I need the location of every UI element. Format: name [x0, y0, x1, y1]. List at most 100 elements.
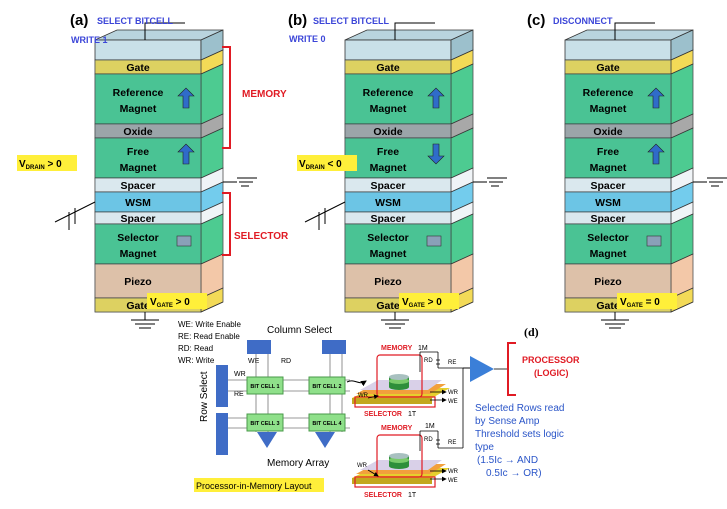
- layer-label-free1: Free: [127, 146, 149, 158]
- layer-label-free1: Free: [377, 146, 399, 158]
- layer-label-spacer: Spacer: [590, 213, 625, 225]
- desc-line-5: (1.5Ic → AND: [477, 455, 538, 466]
- layer-label-selector1: Selector: [117, 232, 158, 244]
- magnetization-arrow-icon: [427, 87, 445, 109]
- layer-label-free2: Magnet: [590, 162, 627, 174]
- vgate-c-label: VGATE = 0: [620, 297, 660, 309]
- bit-cell-4-label: BIT CELL 4: [312, 421, 342, 427]
- layer-label-selector2: Magnet: [370, 248, 407, 260]
- layer-label-piezo: Piezo: [594, 276, 621, 288]
- vgate-a-label: VGATE > 0: [150, 297, 190, 309]
- legend-we: WE: Write Enable: [178, 320, 242, 329]
- pim-label: Processor-in-Memory Layout: [196, 481, 312, 491]
- panel-d-letter: (d): [524, 325, 539, 339]
- vgate-b-highlight: [399, 293, 459, 309]
- rd-label: RD: [281, 358, 291, 365]
- logic-label: (LOGIC): [534, 368, 569, 378]
- circuit-re-label-2: RE: [448, 440, 456, 446]
- circuit-1t-label-1: 1T: [408, 411, 417, 418]
- stack-a: GateReferenceMagnetOxideFreeMagnetSpacer…: [54, 22, 257, 329]
- layer-label-spacer: Spacer: [370, 180, 405, 192]
- layer-label-selector2: Magnet: [590, 248, 627, 260]
- panel-a-subtitle: WRITE 1: [71, 35, 108, 45]
- we-label: WE: [248, 358, 260, 365]
- selector-cube-icon: [646, 235, 662, 247]
- bit-cell-1-label: BIT CELL 1: [250, 384, 279, 390]
- layer-label-reference1: Reference: [583, 87, 634, 99]
- bit-cell-2: [308, 376, 346, 395]
- zoom-arrow: [346, 380, 367, 387]
- stack-c: GateReferenceMagnetOxideFreeMagnetSpacer…: [564, 22, 727, 329]
- panel-b-letter: (b): [288, 12, 307, 29]
- desc-line-4: type: [475, 442, 494, 453]
- circuit-we-label-2: WE: [448, 478, 458, 484]
- circuit-rd-label-1: RD: [424, 358, 433, 364]
- desc-line-3: Threshold sets logic: [475, 429, 564, 440]
- layer-label-spacer: Spacer: [120, 180, 155, 192]
- memory-array-layout: WE: Write Enable RE: Read Enable RD: Rea…: [178, 320, 367, 492]
- circuit-1m-label-1: 1M: [418, 345, 428, 352]
- sense-triangle-2: [315, 432, 335, 448]
- layer-label-reference1: Reference: [363, 87, 414, 99]
- magnetization-arrow-icon: [427, 143, 445, 165]
- upper-bitcell: [352, 354, 450, 408]
- panel-b-subtitle: WRITE 0: [289, 34, 326, 44]
- layer-label-spacer: Spacer: [590, 180, 625, 192]
- bit-cell-3: [246, 413, 284, 432]
- vdrain-b-highlight: [297, 155, 357, 171]
- sense-amp-icon: [470, 356, 494, 382]
- memory-bracket: [222, 46, 231, 149]
- row-select-block-2: [216, 413, 228, 455]
- layer-label-gate: Gate: [596, 300, 620, 312]
- circuit-wr-in-2: WR: [357, 463, 368, 469]
- bit-cell-2-label: BIT CELL 2: [312, 384, 341, 390]
- circuit-we-label-1: WE: [448, 399, 458, 405]
- magnetization-arrow-icon: [647, 87, 665, 109]
- row-select-label: Row Select: [199, 371, 210, 422]
- layer-label-piezo: Piezo: [124, 276, 151, 288]
- circuit-wr-in-1: WR: [358, 393, 369, 399]
- layer-label-spacer: Spacer: [120, 213, 155, 225]
- lower-bitcell: [352, 434, 450, 488]
- sense-triangle-1: [257, 432, 277, 448]
- layer-label-oxide: Oxide: [593, 126, 622, 138]
- selector-bracket-label: SELECTOR: [234, 231, 289, 242]
- vgate-a-highlight: [147, 293, 207, 309]
- circuit-re-label-1: RE: [448, 360, 456, 366]
- layer-label-gate: Gate: [126, 300, 150, 312]
- panel-c: GateReferenceMagnetOxideFreeMagnetSpacer…: [527, 12, 727, 329]
- selector-bracket: [222, 192, 231, 256]
- circuit-1t-label-2: 1T: [408, 492, 417, 499]
- layer-label-gate: Gate: [596, 62, 620, 74]
- circuit-selector-label-1: SELECTOR: [364, 411, 402, 418]
- panel-b: GateReferenceMagnetOxideFreeMagnetSpacer…: [288, 12, 507, 329]
- layer-label-gate: Gate: [126, 62, 150, 74]
- vdrain-b-label: VDRAIN < 0: [299, 159, 342, 171]
- processor-label: PROCESSOR: [522, 355, 580, 365]
- column-select-block-1: [247, 340, 271, 354]
- layer-label-reference2: Magnet: [590, 103, 627, 115]
- vdrain-a-highlight: [17, 155, 77, 171]
- panel-c-letter: (c): [527, 12, 545, 29]
- re-label: RE: [234, 391, 244, 398]
- layer-label-selector1: Selector: [587, 232, 628, 244]
- legend-rd: RD: Read: [178, 344, 213, 353]
- stack-b: GateReferenceMagnetOxideFreeMagnetSpacer…: [304, 22, 507, 329]
- panel-b-title: SELECT BITCELL: [313, 16, 390, 26]
- circuit-1m-label-2: 1M: [425, 423, 435, 430]
- memory-bracket-label: MEMORY: [242, 89, 287, 100]
- magnetization-arrow-icon: [647, 143, 665, 165]
- processor-bracket: [507, 342, 516, 396]
- layer-label-wsm: WSM: [595, 197, 621, 209]
- vgate-b-label: VGATE > 0: [402, 297, 442, 309]
- circuit-wr-label-2: WR: [448, 469, 459, 475]
- layer-label-selector2: Magnet: [120, 248, 157, 260]
- layer-label-free1: Free: [597, 146, 619, 158]
- layer-label-selector1: Selector: [367, 232, 408, 244]
- column-select-block-2: [322, 340, 346, 354]
- bit-cell-1: [246, 376, 284, 395]
- layer-label-spacer: Spacer: [370, 213, 405, 225]
- layer-label-reference2: Magnet: [370, 103, 407, 115]
- memory-array-label: Memory Array: [267, 458, 329, 469]
- layer-label-gate: Gate: [376, 62, 400, 74]
